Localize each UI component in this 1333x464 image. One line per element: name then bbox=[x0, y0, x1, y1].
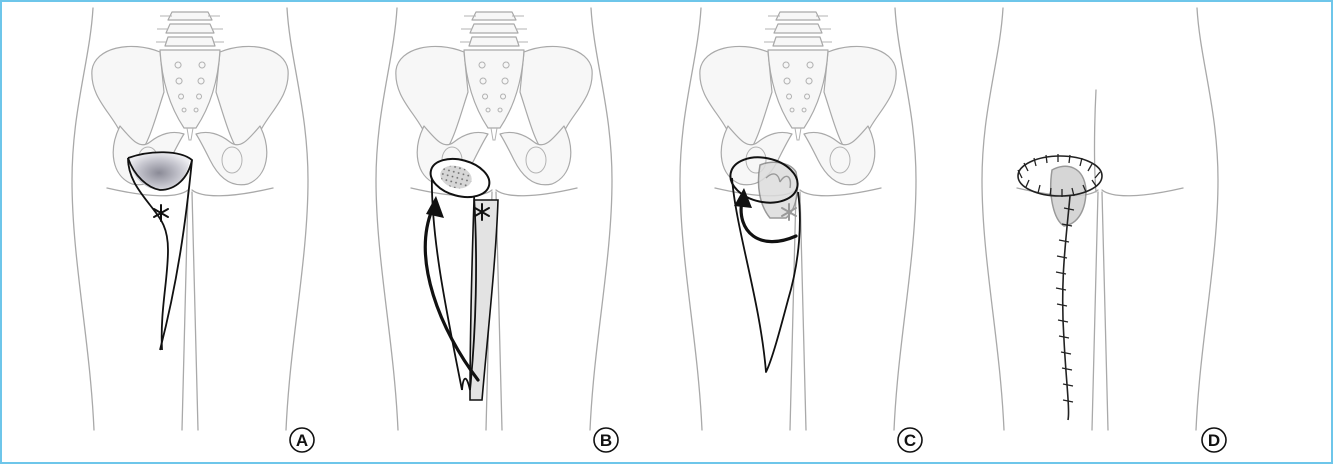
panel-label-d: D bbox=[1202, 428, 1226, 452]
panel-b: B bbox=[376, 8, 618, 452]
svg-text:B: B bbox=[600, 431, 612, 450]
svg-text:D: D bbox=[1208, 431, 1220, 450]
panel-label-c: C bbox=[898, 428, 922, 452]
panel-c: C bbox=[680, 8, 922, 452]
panel-label-a: A bbox=[290, 428, 314, 452]
svg-text:C: C bbox=[904, 431, 916, 450]
muscle-flap-b bbox=[470, 200, 498, 400]
suture-line-d bbox=[1063, 196, 1070, 420]
panel-d: D bbox=[982, 8, 1226, 452]
panel-label-b: B bbox=[594, 428, 618, 452]
panel-a: A bbox=[72, 8, 314, 452]
svg-text:A: A bbox=[296, 431, 308, 450]
stitches-line bbox=[1056, 208, 1074, 402]
